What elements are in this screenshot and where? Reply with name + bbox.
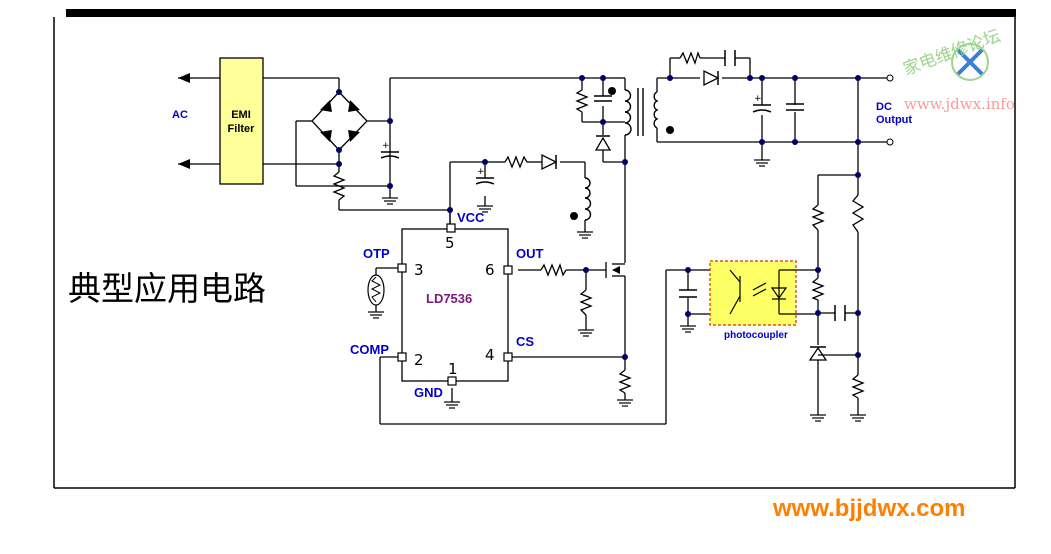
bridge-diodes	[320, 100, 360, 142]
pin-3-number: 3	[414, 261, 424, 279]
pin-4-number: 4	[485, 346, 495, 364]
pin-comp-label: COMP	[350, 342, 389, 357]
ac-arrow-bottom	[178, 159, 190, 169]
pin-5-number: 5	[445, 234, 455, 252]
winding-dots	[570, 87, 674, 220]
otp-thermistor-body	[370, 276, 382, 303]
junction-nodes	[336, 75, 861, 360]
pin-vcc-label: VCC	[457, 210, 485, 225]
ic-box	[401, 228, 509, 382]
ground-symbols	[368, 159, 866, 422]
transformer	[584, 88, 659, 221]
page-title: 典型应用电路	[68, 269, 266, 308]
dc-terminal-plus	[886, 74, 894, 82]
svg-text:+: +	[754, 94, 762, 104]
svg-text:+: +	[477, 167, 485, 177]
emi-label: EMI	[231, 109, 251, 121]
output-label: Output	[876, 114, 912, 126]
watermark-logo	[951, 43, 989, 81]
svg-text:+: +	[382, 141, 390, 151]
dc-label: DC	[876, 101, 892, 113]
resistors	[332, 51, 865, 399]
photocoupler-internals	[729, 269, 796, 315]
ic-pins	[397, 223, 513, 386]
cap-plus-signs: + + +	[382, 94, 762, 177]
watermark-url-bottom: www.bjjdwx.com	[772, 495, 965, 522]
ac-arrow-top	[178, 73, 190, 83]
mosfet-arrow	[612, 266, 620, 274]
wires	[178, 57, 890, 425]
diodes	[541, 69, 828, 361]
emi-filter-box	[219, 57, 264, 185]
ic-name: LD7536	[426, 291, 472, 306]
pin-otp-label: OTP	[363, 246, 390, 261]
watermark-cn: 家电维修论坛	[901, 26, 1004, 80]
pin-out-label: OUT	[516, 246, 544, 261]
top-bar	[66, 9, 1016, 17]
pin-6-number: 6	[485, 261, 495, 279]
pin-gnd-label: GND	[414, 385, 443, 400]
dc-terminal-minus	[886, 138, 894, 146]
capacitors	[380, 50, 846, 321]
watermark-url-top: www.jdwx.info	[904, 95, 1015, 113]
pin-2-number: 2	[414, 351, 424, 369]
photocoupler-label: photocoupler	[724, 330, 788, 341]
filter-label: Filter	[228, 123, 256, 135]
pin-1-number: 1	[448, 360, 458, 378]
ac-label: AC	[172, 109, 188, 121]
pin-cs-label: CS	[516, 334, 534, 349]
otp-thermistor	[367, 274, 385, 306]
